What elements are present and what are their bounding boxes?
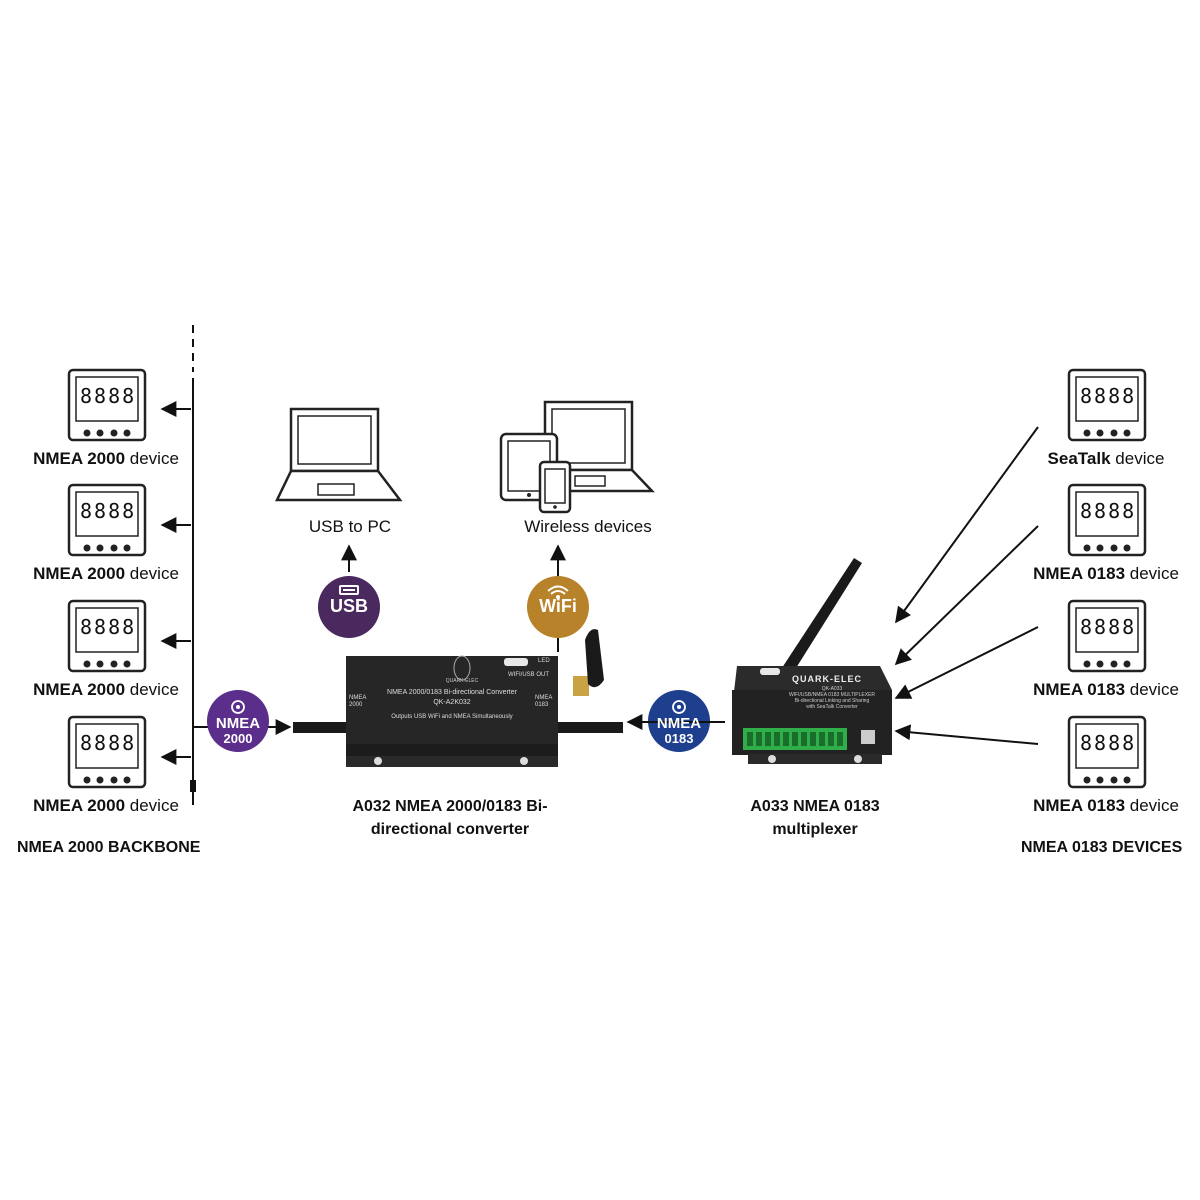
laptop-icon (275, 407, 403, 502)
display-digits: 8888 (1080, 384, 1137, 408)
backbone-device-label: NMEA 2000 device (33, 564, 179, 583)
display-digits: 8888 (1080, 615, 1137, 639)
backbone-device-label: NMEA 2000 device (33, 680, 179, 699)
backbone-caption: NMEA 2000 BACKBONE (17, 839, 201, 856)
converter-device (346, 629, 604, 767)
converter-wifi-usb-out: WIFI/USB OUT (508, 672, 549, 678)
nmea0183-device-label: NMEA 0183 device (1033, 564, 1179, 583)
backbone-device-4 (67, 715, 191, 789)
wireless-devices-label: Wireless devices (524, 517, 652, 536)
wifi-badge (527, 576, 589, 638)
seatalk-arrow (895, 426, 1039, 624)
devices-0183-caption: NMEA 0183 DEVICES (1021, 839, 1183, 856)
nmea0183-arrow-1 (894, 525, 1039, 666)
backbone-device-2 (67, 483, 191, 557)
multiplexer-model: QK-A033 (821, 686, 843, 692)
backbone-device-label: NMEA 2000 device (33, 449, 179, 468)
converter-panel-title: NMEA 2000/0183 Bi-directional Converter (387, 689, 517, 696)
multiplexer-brand: QUARK-ELEC (792, 674, 862, 684)
display-digits: 8888 (80, 384, 137, 408)
converter-footer: Outputs USB WiFi and NMEA Simultaneously (391, 714, 513, 720)
nmea0183-device-label: NMEA 0183 device (1033, 680, 1179, 699)
usb-badge-label: USB (329, 596, 368, 616)
display-digits: 8888 (80, 499, 137, 523)
converter-brand: QUARK-ELEC (445, 678, 479, 684)
usb-to-pc-label: USB to PC (308, 517, 392, 536)
multiplexer-panel-line3: with SeaTalk Converter (806, 704, 858, 710)
display-digits: 8888 (1080, 731, 1137, 755)
nmea0183-arrow-2 (894, 626, 1039, 699)
converter-caption: A032 NMEA 2000/0183 Bi-directional conve… (352, 798, 548, 838)
nmea2000-badge (207, 690, 269, 752)
backbone-device-3 (67, 599, 191, 673)
nmea0183-cable (555, 722, 623, 733)
display-digits: 8888 (80, 615, 137, 639)
backbone-device-1 (67, 368, 191, 442)
nmea0183-device-label: NMEA 0183 device (1033, 796, 1179, 815)
converter-led-label: LED (538, 658, 550, 664)
backbone-device-label: NMEA 2000 device (33, 796, 179, 815)
multiplexer-panel-line2: Bi-directional Linking and Sharing (794, 698, 870, 704)
wifi-badge-label: WiFi (539, 596, 577, 616)
nmea2000-cable (293, 722, 353, 733)
multiplexer-device (732, 558, 892, 764)
nmea0183-arrow-3 (894, 724, 1039, 745)
multiplexer-panel-line1: WIFI/USB/NMEA 0183 MULTIPLEXER (788, 692, 876, 698)
seatalk-device-label: SeaTalk device (1047, 449, 1165, 468)
nmea2000-backbone (190, 325, 196, 805)
converter-model: QK-A2K032 (433, 699, 471, 706)
display-digits: 8888 (80, 731, 137, 755)
usb-badge (318, 576, 380, 638)
display-digits: 8888 (1080, 499, 1137, 523)
wireless-devices-icon (499, 400, 655, 514)
